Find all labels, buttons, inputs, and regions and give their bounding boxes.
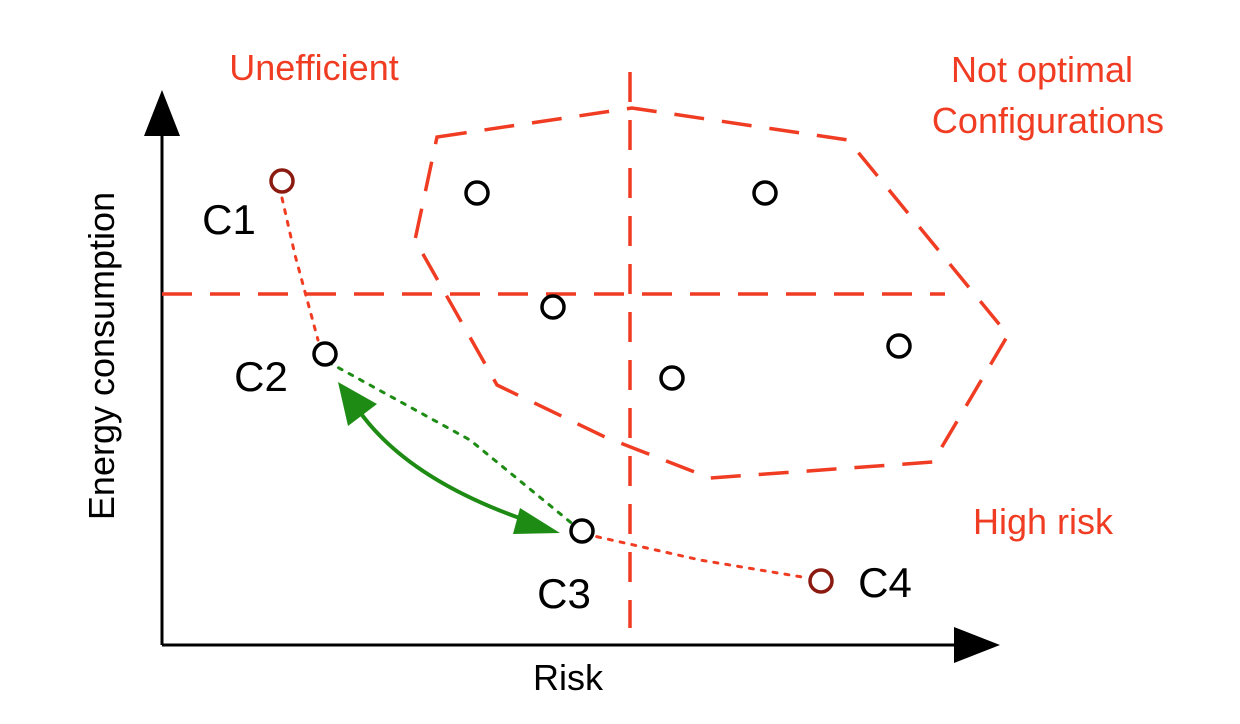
point-not-optimal — [659, 365, 685, 391]
high-risk-region-label: High risk — [973, 501, 1114, 542]
pareto-segment-c2-c3 — [326, 360, 582, 532]
x-axis-arrowhead — [954, 627, 1000, 663]
config-label-c4: C4 — [858, 559, 912, 606]
point-not-optimal — [540, 294, 566, 320]
not-optimal-label-line1: Not optimal — [951, 49, 1133, 90]
point-c3 — [569, 518, 595, 544]
trade-off-arrowhead-down — [513, 508, 560, 534]
region-boundaries — [162, 72, 1011, 628]
x-axis-label: Risk — [533, 657, 604, 698]
trade-off-arrow-curve — [355, 406, 526, 522]
point-c4 — [808, 568, 834, 594]
point-not-optimal — [464, 180, 490, 206]
point-c2 — [312, 341, 338, 367]
point-not-optimal — [752, 180, 778, 206]
pareto-segment-c3-c4 — [583, 532, 810, 580]
not-optimal-region-outline — [413, 106, 1011, 480]
trade-off-arrow — [338, 382, 560, 534]
y-axis-label: Energy consumption — [81, 192, 122, 520]
config-label-c2: C2 — [234, 353, 288, 400]
point-c1 — [269, 168, 295, 194]
point-not-optimal — [886, 333, 912, 359]
not-optimal-label-line2: Configurations — [932, 100, 1164, 141]
trade-off-arrowhead-up — [338, 382, 377, 426]
config-label-c1: C1 — [202, 196, 256, 243]
configuration-points — [269, 168, 912, 594]
y-axis-arrowhead — [144, 90, 180, 136]
axes — [144, 90, 1000, 663]
config-label-c3: C3 — [537, 570, 591, 617]
pareto-front — [280, 196, 810, 580]
pareto-segment-c1-c2 — [280, 196, 320, 342]
inefficient-region-label: Unefficient — [229, 47, 398, 88]
